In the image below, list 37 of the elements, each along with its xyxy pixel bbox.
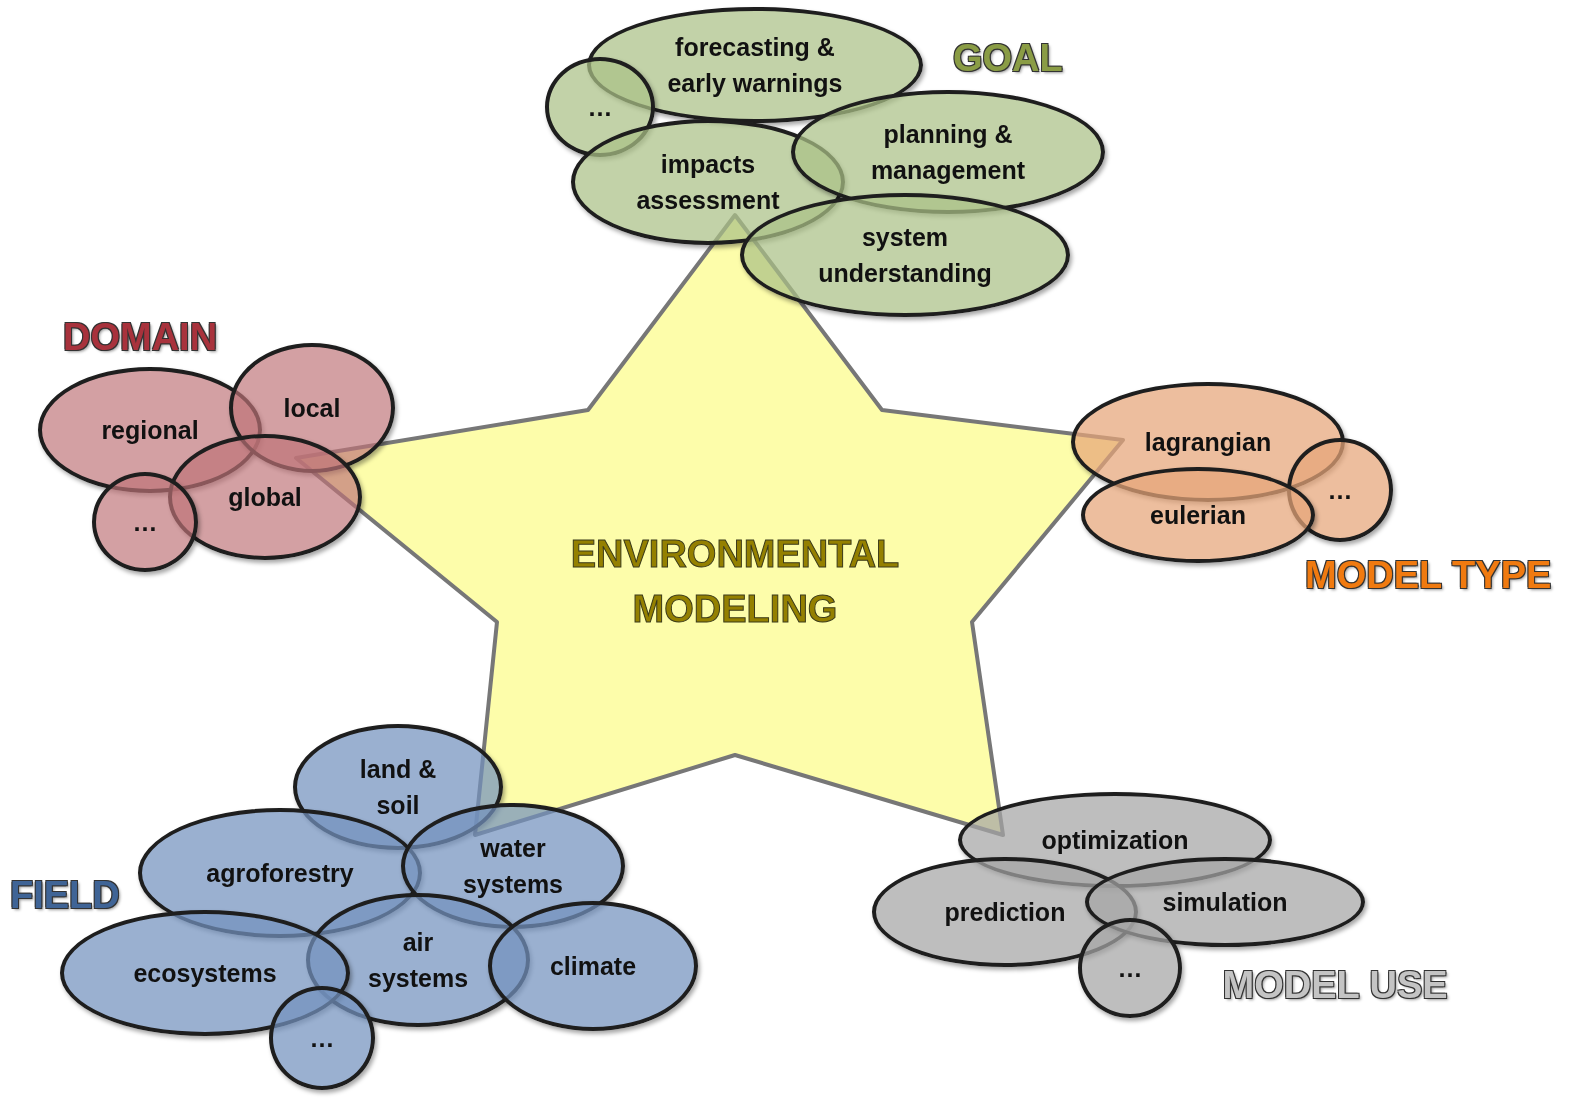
bubble-label: land & soil bbox=[358, 753, 438, 821]
bubble-label: planning & management bbox=[869, 118, 1027, 186]
topic-bubble bbox=[1078, 918, 1182, 1018]
topic-bubble bbox=[1081, 467, 1315, 563]
bubble-label: eulerian bbox=[1149, 499, 1247, 531]
topic-bubble bbox=[1287, 438, 1393, 542]
bubble-label: … bbox=[131, 506, 159, 538]
topic-bubble bbox=[92, 472, 198, 572]
bubble-label: prediction bbox=[943, 896, 1067, 928]
category-heading: GOAL bbox=[953, 36, 1063, 80]
category-heading: MODEL USE bbox=[1222, 963, 1448, 1007]
bubble-label: local bbox=[282, 392, 342, 424]
category-heading: DOMAIN bbox=[63, 315, 218, 359]
bubble-label: air systems bbox=[368, 926, 468, 994]
topic-bubble bbox=[545, 57, 655, 157]
bubble-label: impacts assessment bbox=[635, 148, 781, 216]
bubble-label: climate bbox=[548, 950, 638, 982]
bubble-label: agroforestry bbox=[205, 857, 355, 889]
bubble-label: global bbox=[227, 481, 303, 513]
category-heading: FIELD bbox=[10, 873, 120, 917]
bubble-label: … bbox=[586, 91, 614, 123]
topic-bubble bbox=[587, 7, 923, 123]
bubble-label: … bbox=[1326, 474, 1354, 506]
bubble-label: regional bbox=[100, 414, 200, 446]
bubble-label: lagrangian bbox=[1143, 426, 1273, 458]
category-heading: MODEL TYPE bbox=[1305, 553, 1552, 597]
bubble-label: optimization bbox=[1040, 824, 1190, 856]
bubble-label: simulation bbox=[1161, 886, 1289, 918]
bubble-label: … bbox=[308, 1022, 336, 1054]
star-title: ENVIRONMENTAL MODELING bbox=[569, 532, 901, 633]
bubble-label: … bbox=[1116, 952, 1144, 984]
bubble-label: system understanding bbox=[817, 221, 993, 289]
bubble-label: ecosystems bbox=[132, 957, 278, 989]
bubble-label: forecasting & early warnings bbox=[666, 31, 844, 99]
topic-bubble bbox=[1085, 857, 1365, 947]
bubble-label: water systems bbox=[461, 832, 565, 900]
topic-bubble bbox=[229, 343, 395, 473]
